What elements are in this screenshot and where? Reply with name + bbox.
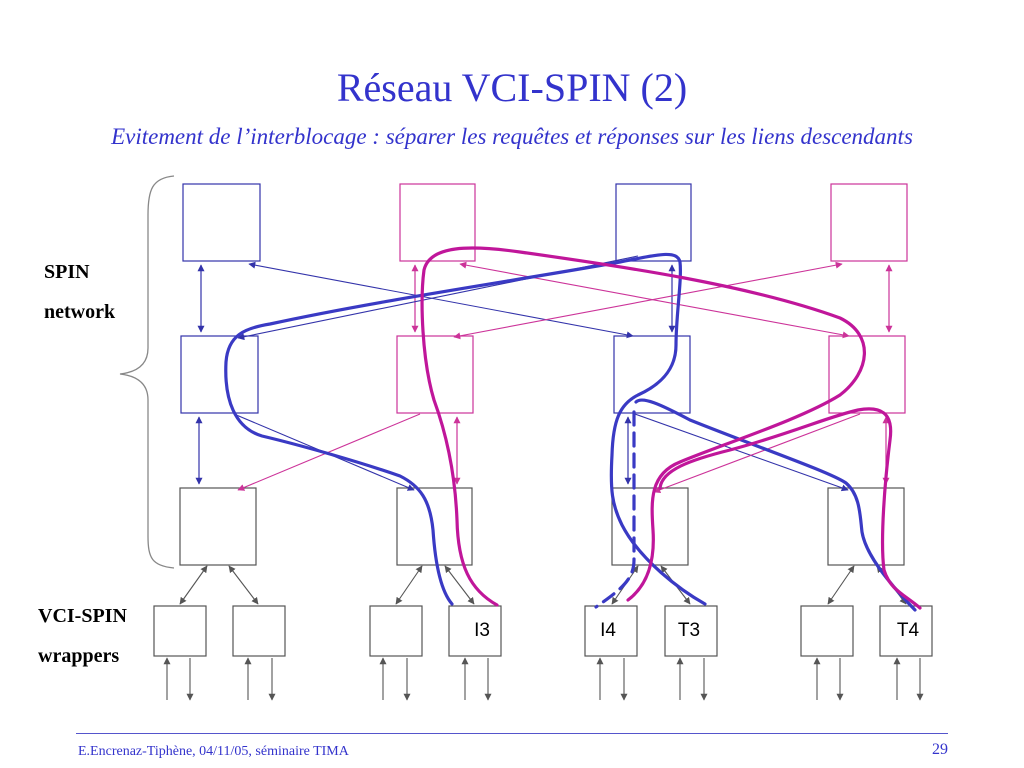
spin-label-line1: SPIN: [44, 261, 90, 283]
wrapper-1: [153, 605, 207, 657]
router-top-4: [830, 183, 908, 262]
vci-spin-wrappers-label: VCI-SPIN wrappers: [38, 596, 127, 676]
page-number: 29: [932, 741, 948, 758]
blue-paths: [224, 252, 917, 612]
wrapper-t4: [879, 605, 933, 657]
router-mid-1: [180, 335, 259, 414]
blue-path-t4: [634, 398, 917, 612]
vci-label-line1: VCI-SPIN: [38, 605, 127, 627]
wrapper-i3: [448, 605, 502, 657]
spin-network-brace: [119, 175, 175, 569]
blue-path-i3-t3: [224, 252, 707, 606]
router-top-2: [399, 183, 476, 262]
router-bottom-2: [396, 487, 473, 566]
page-subtitle: Evitement de l’interblocage : séparer le…: [111, 124, 913, 149]
wrapper-7: [800, 605, 854, 657]
wrapper-3: [369, 605, 423, 657]
wrapper-label-t4: T4: [897, 620, 920, 641]
vertical-links: [195, 264, 893, 485]
router-top-3: [615, 183, 692, 262]
router-bottom-4: [827, 487, 905, 566]
wrapper-i4: [584, 605, 638, 657]
wrapper-label-i3: I3: [474, 620, 490, 641]
magenta-path-i3-i4: [420, 246, 866, 607]
wrapper-2: [232, 605, 286, 657]
spin-label-line2: network: [44, 301, 116, 323]
router-bottom-1: [179, 487, 257, 566]
magenta-path-t4: [658, 407, 922, 610]
wrapper-label-t3: T3: [678, 620, 700, 641]
spin-network-label: SPIN network: [44, 252, 115, 332]
wrapper-t3: [664, 605, 718, 657]
diagonal-links: [233, 255, 861, 494]
magenta-paths: [420, 246, 922, 610]
footer-text: E.Encrenaz-Tiphène, 04/11/05, séminaire …: [78, 744, 349, 759]
blue-dashed-path-i4: [594, 410, 636, 609]
footer-divider: [76, 733, 948, 734]
wrapper-links: [179, 565, 907, 605]
vci-label-line2: wrappers: [38, 645, 120, 667]
router-mid-4: [828, 335, 906, 414]
router-top-1: [182, 183, 261, 262]
page-title: Réseau VCI-SPIN (2): [336, 65, 688, 110]
wrapper-label-i4: I4: [600, 620, 616, 641]
wrapper-io-arrows: [163, 657, 924, 701]
